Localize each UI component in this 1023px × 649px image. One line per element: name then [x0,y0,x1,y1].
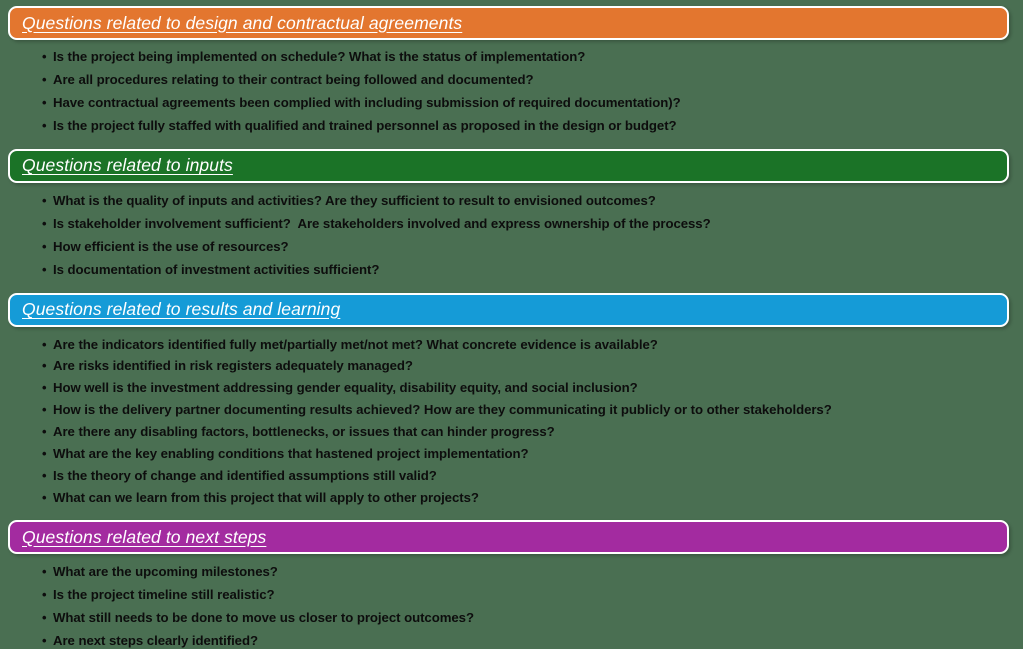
list-item: • What still needs to be done to move us… [8,609,1013,626]
list-item-text: How efficient is the use of resources? [53,238,289,254]
list-item-text: Is the theory of change and identified a… [53,468,437,484]
list-item: • Are next steps clearly identified? [8,632,1013,649]
bullet-icon: • [42,402,47,418]
list-item-text: What is the quality of inputs and activi… [53,192,656,208]
list-item-text: How is the delivery partner documenting … [53,402,832,418]
section-title-next-steps: Questions related to next steps [22,526,267,547]
bullet-icon: • [42,632,47,648]
list-item-text: Is the project timeline still realistic? [53,586,275,602]
bullet-list-inputs: • What is the quality of inputs and acti… [8,183,1013,293]
bullet-icon: • [42,446,47,462]
list-item: • What can we learn from this project th… [8,490,1013,506]
section-banner-design-and-contractual-agreements: Questions related to design and contract… [8,6,1009,40]
bullet-icon: • [42,71,47,87]
bullet-icon: • [42,380,47,396]
list-item: • Are the indicators identified fully me… [8,336,1013,353]
list-item: • Is the project fully staffed with qual… [8,117,1013,134]
list-item: • Is the theory of change and identified… [8,468,1013,484]
bullet-list-design-and-contractual-agreements: • Is the project being implemented on sc… [8,40,1013,149]
bullet-icon: • [42,94,47,110]
bullet-icon: • [42,192,47,208]
bullet-icon: • [42,49,47,64]
section-banner-next-steps: Questions related to next steps [8,520,1009,554]
bullet-icon: • [42,336,47,352]
list-item-text: Have contractual agreements been complie… [53,94,681,110]
bullet-icon: • [42,468,47,484]
section-banner-inputs: Questions related to inputs [8,148,1009,183]
list-item: • Is documentation of investment activit… [8,261,1013,278]
section-inputs: Questions related to inputs • What is th… [8,148,1013,293]
list-item-text: What are the key enabling conditions tha… [53,446,529,462]
bullet-icon: • [42,609,47,625]
section-title-results-and-learning: Questions related to results and learnin… [22,299,341,319]
section-design-and-contractual-agreements: Questions related to design and contract… [8,6,1013,149]
list-item: • Are risks identified in risk registers… [8,358,1013,374]
list-item-text: How well is the investment addressing ge… [53,380,638,396]
list-item: • Is the project being implemented on sc… [8,49,1013,65]
section-title-design-and-contractual-agreements: Questions related to design and contract… [22,12,463,33]
section-next-steps: Questions related to next steps • What a… [8,520,1013,649]
bullet-icon: • [42,117,47,133]
list-item: • How efficient is the use of resources? [8,238,1013,255]
list-item: • How well is the investment addressing … [8,380,1013,396]
bullet-icon: • [42,358,47,374]
bullet-icon: • [42,238,47,254]
section-results-and-learning: Questions related to results and learnin… [8,292,1013,521]
list-item: • Are there any disabling factors, bottl… [8,424,1013,440]
list-item-text: Are risks identified in risk registers a… [53,358,413,374]
list-item-text: What are the upcoming milestones? [53,564,278,579]
list-item-text: Are there any disabling factors, bottlen… [53,424,555,440]
questions-checklist-page: Questions related to design and contract… [8,6,1013,648]
list-item: • What are the key enabling conditions t… [8,446,1013,462]
list-item-text: What still needs to be done to move us c… [53,609,474,625]
list-item: • How is the delivery partner documentin… [8,402,1013,418]
list-item-text: Is the project fully staffed with qualif… [53,117,677,133]
bullet-icon: • [42,215,47,231]
list-item: • Is stakeholder involvement sufficient?… [8,215,1013,232]
list-item: • Have contractual agreements been compl… [8,94,1013,111]
list-item: • Are all procedures relating to their c… [8,71,1013,88]
bullet-list-results-and-learning: • Are the indicators identified fully me… [8,327,1013,521]
bullet-list-next-steps: • What are the upcoming milestones? • Is… [8,554,1013,649]
section-banner-results-and-learning: Questions related to results and learnin… [8,292,1009,327]
bullet-icon: • [42,424,47,440]
section-title-inputs: Questions related to inputs [22,155,233,176]
list-item-text: Is the project being implemented on sche… [53,49,586,64]
bullet-icon: • [42,261,47,277]
list-item-text: Are the indicators identified fully met/… [53,336,658,352]
bullet-icon: • [42,564,47,579]
list-item-text: What can we learn from this project that… [53,490,479,506]
list-item: • Is the project timeline still realisti… [8,586,1013,603]
list-item-text: Are all procedures relating to their con… [53,71,534,87]
bullet-icon: • [42,586,47,602]
list-item: • What are the upcoming milestones? [8,564,1013,580]
list-item-text: Is stakeholder involvement sufficient? A… [53,215,711,231]
list-item: • What is the quality of inputs and acti… [8,192,1013,209]
list-item-text: Are next steps clearly identified? [53,632,258,648]
list-item-text: Is documentation of investment activitie… [53,261,380,277]
bullet-icon: • [42,490,47,506]
